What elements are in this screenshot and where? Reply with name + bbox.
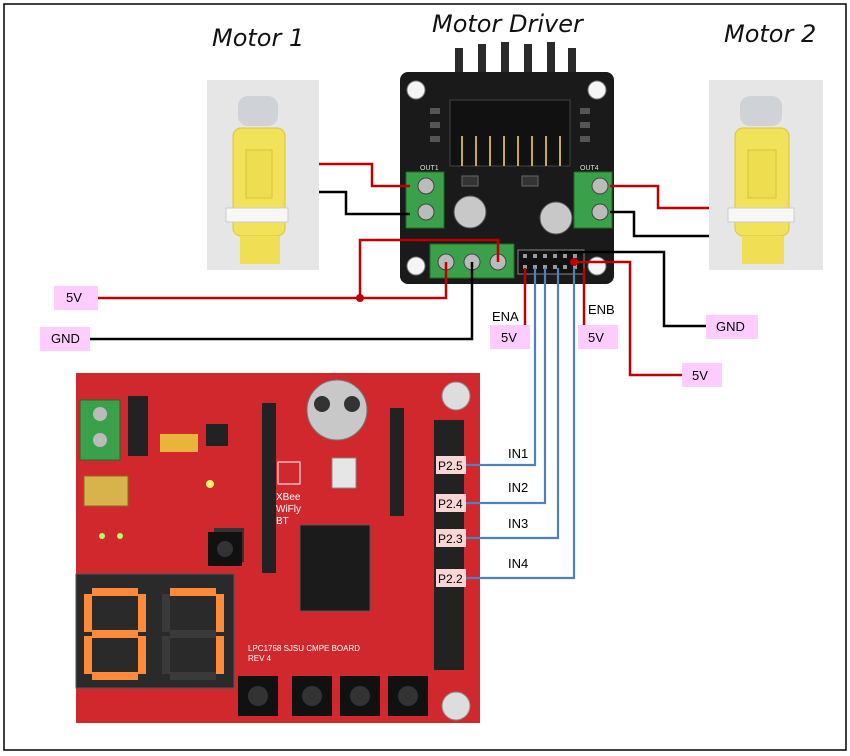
motor2-title: Motor 2 (724, 20, 816, 48)
junction-dot (356, 294, 364, 302)
silk-wifly: WiFly (276, 504, 301, 515)
board-buttons (238, 676, 428, 716)
silk-xbee: XBee (276, 492, 301, 503)
signal-wires (466, 268, 576, 580)
motor2-black-wire (610, 210, 709, 238)
in3-label: IN3 (508, 516, 528, 531)
out4-label: OUT4 (580, 165, 599, 172)
ena-label: ENA (492, 309, 519, 324)
right-5v-wire (574, 260, 682, 377)
motor1-title: Motor 1 (212, 24, 304, 52)
motor-wires (319, 162, 709, 238)
pin-p22-label: P2.2 (436, 569, 466, 587)
right-5v-label: 5V (682, 363, 722, 387)
enb-5v-label: 5V (578, 325, 618, 349)
in2-label: IN2 (508, 480, 528, 495)
svg-text:P2.3: P2.3 (438, 532, 463, 546)
motor-driver-title: Motor Driver (432, 10, 585, 38)
svg-text:5V: 5V (692, 368, 708, 383)
pin-p25-label: P2.5 (436, 456, 466, 474)
motor-driver-board: OUT1 OUT4 (400, 42, 614, 284)
in1-wire (466, 268, 537, 467)
svg-text:GND: GND (716, 319, 745, 334)
in2-wire (466, 268, 547, 505)
svg-text:GND: GND (51, 331, 80, 346)
svg-text:P2.4: P2.4 (438, 497, 463, 511)
left-gnd-wire (90, 262, 474, 341)
svg-text:P2.5: P2.5 (438, 459, 463, 473)
in1-label: IN1 (508, 446, 528, 461)
in4-label: IN4 (508, 556, 528, 571)
left-gnd-label: GND (40, 327, 90, 351)
vcc-branch-wire (358, 238, 500, 298)
silk-bt: BT (276, 516, 289, 527)
motor2-red-wire (610, 184, 709, 210)
power-wires (90, 238, 706, 377)
right-gnd-wire (557, 250, 706, 328)
pin-p23-label: P2.3 (436, 529, 466, 547)
left-5v-label: 5V (54, 286, 98, 310)
pin-p24-label: P2.4 (436, 494, 466, 512)
svg-text:P2.2: P2.2 (438, 572, 463, 586)
svg-text:5V: 5V (588, 330, 604, 345)
enb-label: ENB (588, 302, 615, 317)
out1-label: OUT1 (420, 165, 439, 172)
digit-7 (162, 588, 224, 680)
silk-board-name: LPC1758 SJSU CMPE BOARD (248, 644, 360, 653)
in4-wire (466, 268, 576, 580)
dev-board-image: XBee WiFly BT LPC1758 SJSU CMPE BOARD RE… (75, 373, 480, 723)
svg-text:5V: 5V (66, 290, 82, 305)
ena-5v-label: 5V (490, 325, 530, 349)
right-gnd-label: GND (706, 315, 758, 339)
motor2-image (709, 80, 823, 270)
left-5v-wire (98, 262, 448, 300)
digit-8 (84, 588, 146, 680)
motor1-image (207, 80, 319, 270)
motor1-black-wire (319, 190, 410, 216)
motor1-red-wire (319, 162, 410, 188)
silk-rev: REV 4 (248, 654, 272, 663)
in3-wire (466, 268, 560, 540)
seven-segment-display (75, 573, 235, 689)
svg-text:5V: 5V (501, 330, 517, 345)
junction-dot-right (570, 258, 578, 266)
